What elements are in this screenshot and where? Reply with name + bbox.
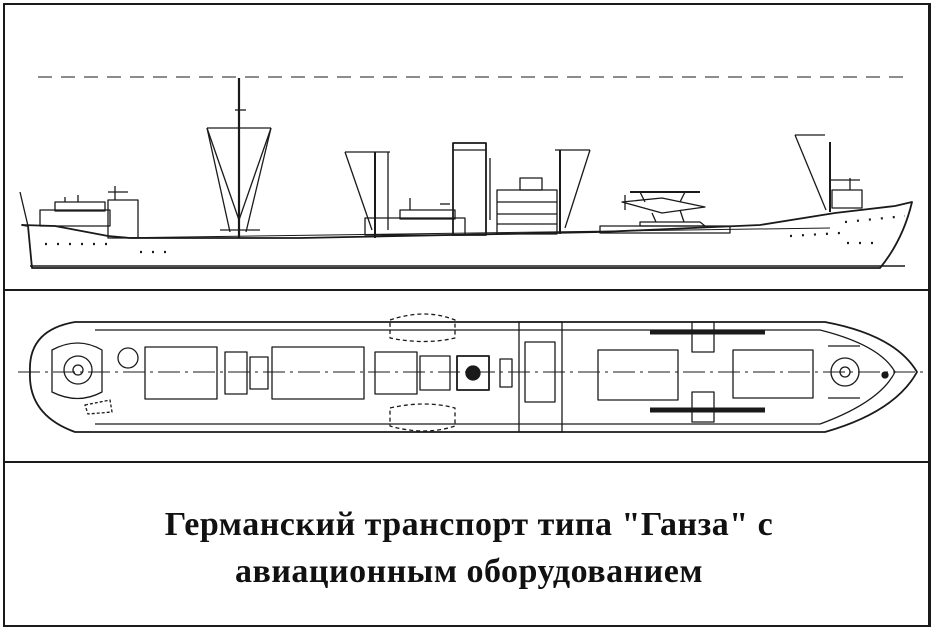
ship-plan-view-icon [18, 313, 928, 433]
image-frame [3, 3, 931, 627]
caption-line-2: авиационным оборудованием [234, 553, 704, 590]
seaplane-icon [621, 191, 706, 227]
ship-side-view-icon [19, 78, 913, 269]
caption-line-1: Германский транспорт типа "Ганза" с [164, 506, 774, 543]
